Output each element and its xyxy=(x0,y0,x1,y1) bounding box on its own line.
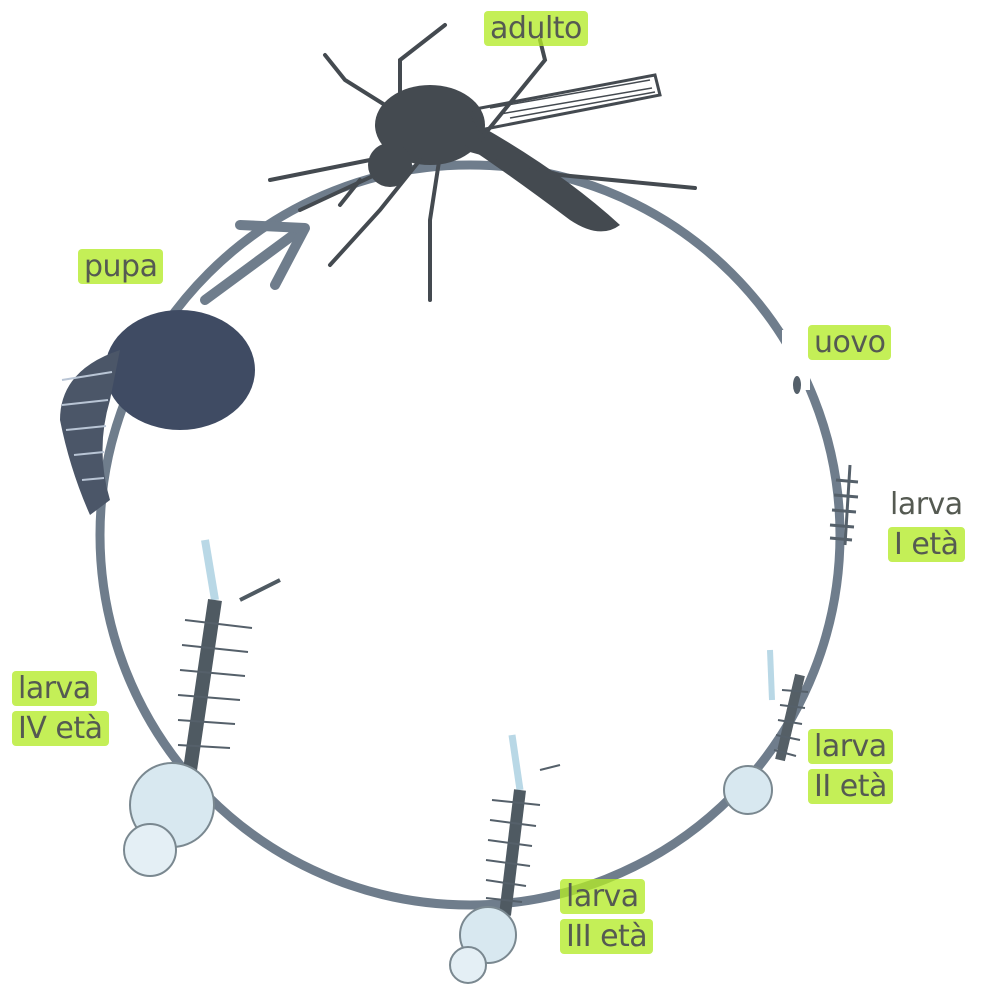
label-larva-2-line1: larva xyxy=(808,729,893,764)
label-larva-1-line2: I età xyxy=(888,527,965,562)
larva-3-illustration xyxy=(450,735,560,983)
label-adult: adulto xyxy=(484,12,588,46)
label-larva-2-line2: II età xyxy=(808,769,893,804)
label-pupa: pupa xyxy=(78,250,163,284)
label-larva-3-line1: larva xyxy=(560,879,645,914)
label-pupa-text: pupa xyxy=(78,249,163,284)
label-adult-text: adulto xyxy=(484,11,588,46)
label-larva-4-line2: IV età xyxy=(12,711,109,746)
label-larva-2: larva II età xyxy=(808,730,893,804)
label-larva-4: larva IV età xyxy=(12,672,109,746)
label-egg-text: uovo xyxy=(808,325,891,360)
label-larva-1: larva I età xyxy=(888,488,965,562)
pupa-illustration xyxy=(60,310,255,515)
label-larva-3-line2: III età xyxy=(560,919,653,954)
label-larva-3: larva III età xyxy=(560,880,653,954)
egg-illustration xyxy=(793,376,801,394)
label-larva-1-line1: larva xyxy=(888,487,965,522)
larva-2-illustration xyxy=(724,650,808,814)
label-larva-4-line1: larva xyxy=(12,671,97,706)
label-egg: uovo xyxy=(808,326,891,360)
